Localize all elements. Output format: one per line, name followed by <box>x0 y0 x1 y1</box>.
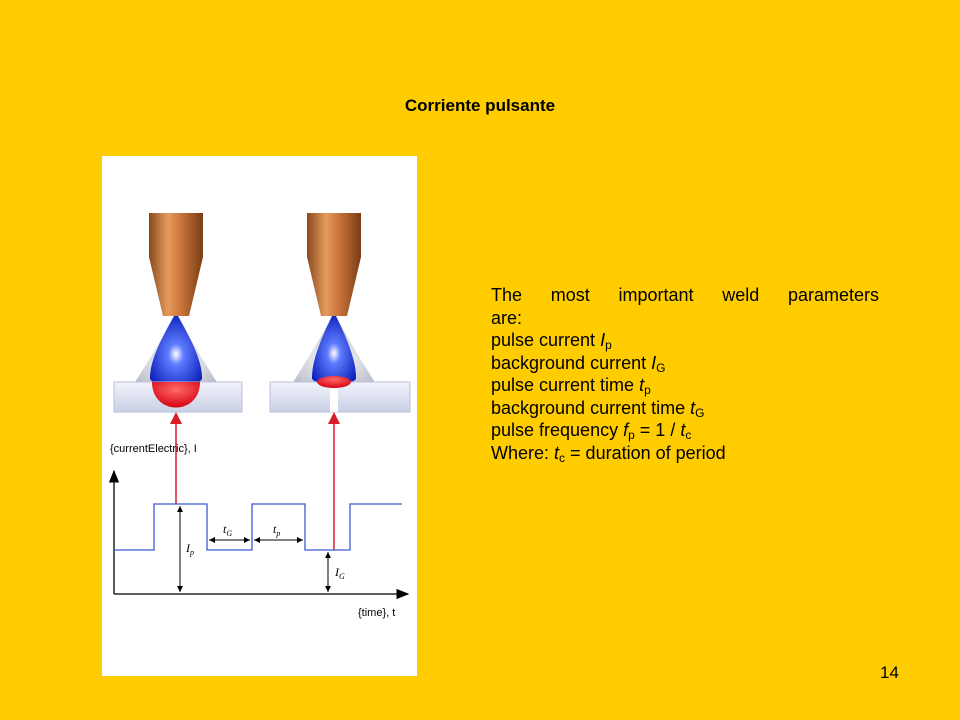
torch-background-phase <box>269 213 411 413</box>
page-number: 14 <box>880 663 899 682</box>
arc <box>150 316 202 386</box>
param-period-definition: Where: tc = duration of period <box>491 442 726 465</box>
plate-gap <box>330 388 338 412</box>
param-background-current-time: background current time tG <box>491 397 705 420</box>
parameters-intro-line2: are: <box>491 307 523 328</box>
param-background-current: background current IG <box>491 352 666 375</box>
param-pulse-current-time: pulse current time tp <box>491 375 651 397</box>
ip-label: Ip <box>185 541 194 557</box>
tg-label: tG <box>223 522 232 538</box>
param-pulse-current: pulse current Ip <box>491 330 612 352</box>
x-axis-label: {time}, t <box>358 607 395 619</box>
weld-droplet <box>152 382 200 408</box>
electrode-holder <box>149 213 203 257</box>
torch-pulse-phase <box>113 213 243 413</box>
pulse-waveform <box>114 503 402 551</box>
electrode-nozzle <box>307 257 361 316</box>
weld-parameters-text: The most important weld parameters are: … <box>491 284 879 464</box>
slide-title: Corriente pulsante <box>404 96 556 115</box>
tp-label: tp <box>273 522 280 538</box>
electrode-holder <box>307 213 361 257</box>
pulsed-current-figure: {currentElectric}, I {time}, t Ip tG tp … <box>102 156 417 676</box>
electrode-nozzle <box>149 257 203 316</box>
arc <box>312 316 356 384</box>
parameters-intro-line1: The most important weld parameters <box>491 285 879 305</box>
y-axis-label: {currentElectric}, I <box>110 443 197 455</box>
weld-pool <box>317 376 351 388</box>
ig-label: IG <box>334 565 345 581</box>
param-pulse-frequency: pulse frequency fp = 1 / tc <box>491 420 692 442</box>
pulsed-current-diagram: {currentElectric}, I {time}, t Ip tG tp … <box>108 213 411 619</box>
